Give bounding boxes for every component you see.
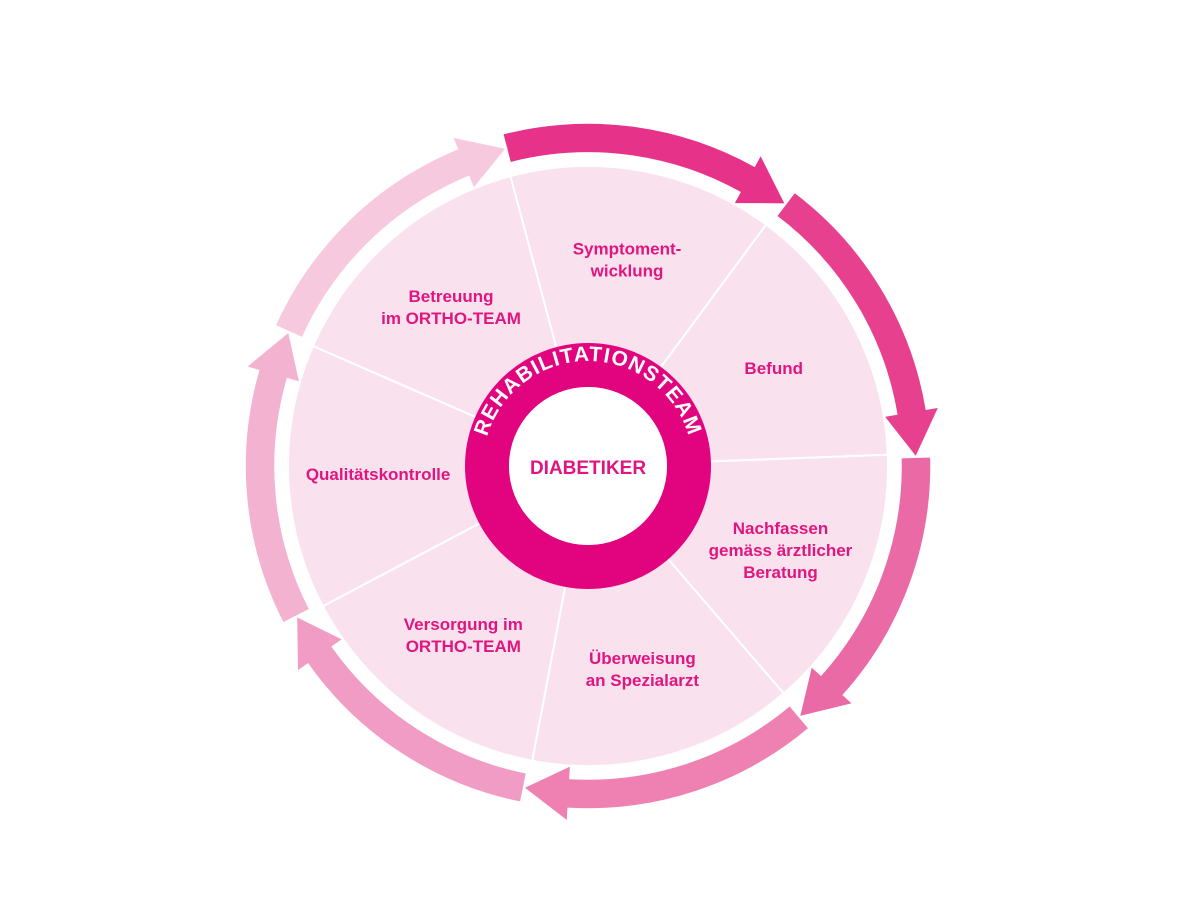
segment-label-line: Qualitätskontrolle [306,465,451,484]
arrows-layer [244,122,941,823]
cycle-arrow-3 [522,704,811,823]
cycle-arrow-0 [501,122,787,205]
center-ring [465,343,711,589]
cycle-arrow-1 [775,191,941,459]
segment-label-1: Befund [744,359,803,378]
cycle-arrow-6 [274,135,508,339]
segment-label-0: Symptoment-wicklung [573,240,682,281]
segment-label-line: Symptoment- [573,240,682,259]
segment-label-5: Qualitätskontrolle [306,465,451,484]
center-disc [509,387,667,545]
segment-label-line: Überweisung [589,649,696,668]
segment-label-line: wicklung [590,262,664,281]
segment-label-3: Überweisung an Spezialarzt [586,649,700,690]
cycle-arrow-4 [295,614,528,804]
segment-label-line: ORTHO-TEAM [406,637,521,656]
segment-label-line: Befund [744,359,803,378]
segment-label-line: an Spezialarzt [586,671,700,690]
segment-label-line: im ORTHO-TEAM [381,309,521,328]
segment-label-6: Betreuung im ORTHO-TEAM [381,287,521,328]
segment-label-line: Nachfassen [733,519,828,538]
center-label: DIABETIKER [530,458,646,479]
segment-label-line: Versorgung im [404,615,523,634]
segment-label-line: gemäss ärztlicher [709,541,853,560]
cycle-arrow-2 [798,456,932,718]
segment-label-4: Versorgung im ORTHO-TEAM [404,615,523,656]
segment-label-line: Betreuung [409,287,494,306]
cycle-arrow-5 [244,330,311,625]
segment-label-line: Beratung [743,563,818,582]
segment-5 [287,344,591,608]
